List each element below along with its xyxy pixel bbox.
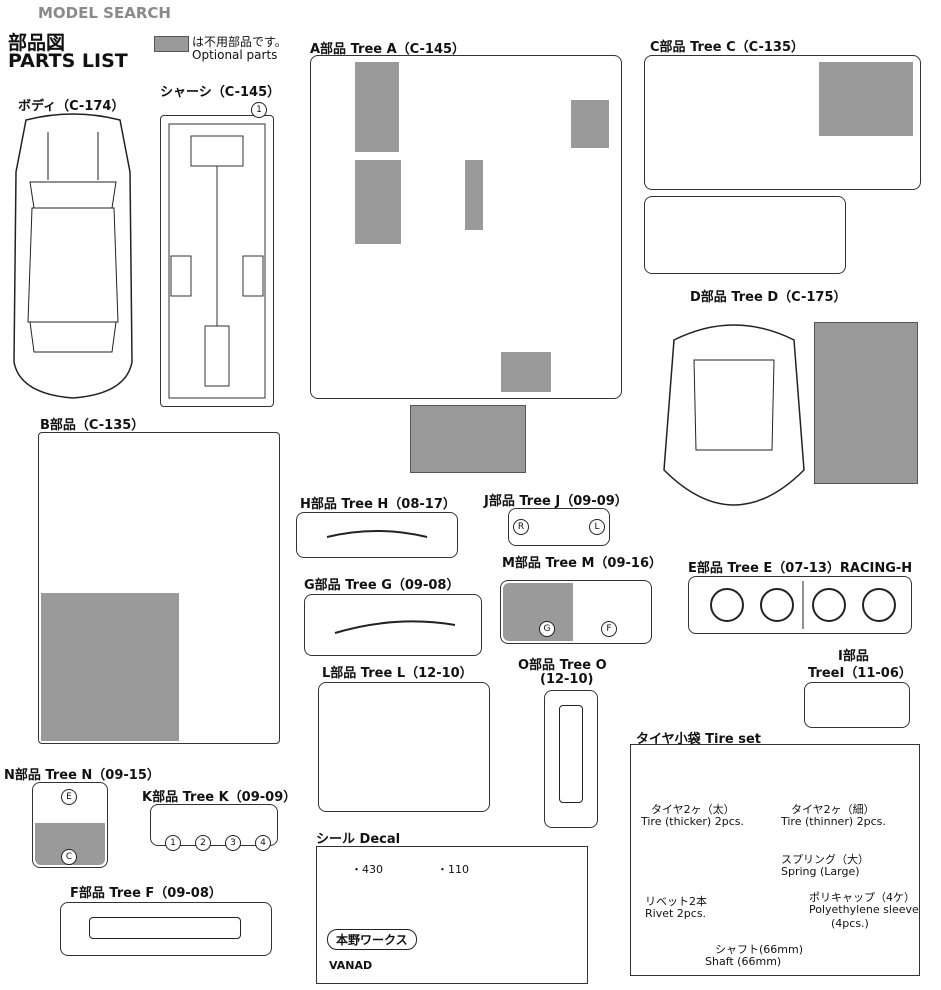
tree-b-label: B部品（C-135） xyxy=(40,418,145,433)
tire-thin-en: Tire (thinner) 2pcs. xyxy=(781,815,886,828)
shaft-en: Shaft (66mm) xyxy=(705,955,782,968)
tire-set-label: タイヤ小袋 Tire set xyxy=(636,732,761,747)
car-body-drawing xyxy=(8,112,138,402)
tree-a-sprue xyxy=(310,55,622,399)
tree-f-label: F部品 Tree F（09-08） xyxy=(70,886,222,901)
tree-o-part xyxy=(559,705,583,803)
tree-k-part-1: 1 xyxy=(165,835,181,851)
tree-g-label: G部品 Tree G（09-08） xyxy=(304,578,460,593)
sleeve-en-2: (4pcs.) xyxy=(831,917,869,930)
tree-j-sprue: R L xyxy=(508,508,610,546)
tree-c-label: C部品 Tree C（C-135） xyxy=(650,40,804,55)
tree-g-sprue xyxy=(304,594,482,656)
rivet-jp: リベット2本 xyxy=(645,895,707,908)
legend-text-jp: は不用部品です。 xyxy=(192,35,287,49)
sleeve-en: Polyethylene sleeve xyxy=(809,903,919,916)
tree-j-label: J部品 Tree J（09-09） xyxy=(484,494,628,509)
tree-k-label: K部品 Tree K（09-09） xyxy=(142,790,297,805)
tree-k-part-2: 2 xyxy=(195,835,211,851)
optional-legend-swatch xyxy=(154,36,189,52)
tree-k-part-3: 3 xyxy=(225,835,241,851)
tree-i-code: TreeⅠ（11-06） xyxy=(808,666,912,681)
tree-k-sprue: 1 2 3 4 xyxy=(150,804,278,851)
tire-thick-en: Tire (thicker) 2pcs. xyxy=(641,815,744,828)
tree-a-optional-2 xyxy=(355,160,401,244)
decal-label: シール Decal xyxy=(316,832,401,847)
tree-m-part-g: G xyxy=(539,621,555,637)
tree-b-optional xyxy=(41,593,179,741)
tree-m-sprue: G F xyxy=(500,580,652,644)
tree-d-body xyxy=(654,300,814,530)
decal-brand: VANAD xyxy=(329,959,373,972)
shaft-jp: シャフト(66mm) xyxy=(715,943,804,956)
chassis-frame: 1 xyxy=(160,102,274,407)
page-title-jp: 部品図 xyxy=(8,32,66,54)
tree-i-label: I部品 xyxy=(838,649,869,664)
rivet-en: Rivet 2pcs. xyxy=(645,907,707,920)
tree-a-optional-3 xyxy=(465,160,483,230)
legend-text-en: Optional parts xyxy=(192,48,278,62)
watermark: MODEL SEARCH xyxy=(38,4,171,22)
tree-j-part-l: L xyxy=(589,519,605,535)
tire-thin-jp: タイヤ2ヶ（細） xyxy=(791,803,875,816)
tree-c-sprue-lower xyxy=(644,196,846,274)
tree-n-part-e: E xyxy=(61,789,77,805)
tree-e-sprue xyxy=(688,576,912,634)
tree-d-label: D部品 Tree D（C-175） xyxy=(690,290,847,305)
tree-a-optional-4 xyxy=(571,100,609,148)
tree-a-optional-5 xyxy=(501,352,551,392)
decal-banner: 本野ワークス xyxy=(327,929,417,950)
tire-thick-jp: タイヤ2ヶ（太） xyxy=(651,803,735,816)
decal-plate-1: ・430 xyxy=(351,863,383,876)
tree-a-part-numbers xyxy=(311,56,621,398)
tree-h-label: H部品 Tree H（08-17） xyxy=(300,497,456,512)
tree-n-label: N部品 Tree N（09-15） xyxy=(4,768,160,783)
tree-a-optional-1 xyxy=(355,62,399,152)
spring-en: Spring (Large) xyxy=(781,865,860,878)
tree-j-part-r: R xyxy=(513,519,529,535)
tree-a-optional-lower xyxy=(410,405,526,473)
chassis-label: シャーシ（C-145） xyxy=(160,85,281,100)
tree-n-sprue: E C xyxy=(32,782,108,868)
tree-b-sprue xyxy=(38,432,280,744)
tree-m-part-f: F xyxy=(601,621,617,637)
chassis-part-number: 1 xyxy=(251,102,267,118)
tree-o-label: O部品 Tree O xyxy=(518,658,607,673)
decal-sheet: ・430 ・110 本野ワークス VANAD xyxy=(316,846,588,984)
tree-l-label: L部品 Tree L（12-10） xyxy=(322,666,473,681)
sleeve-jp: ポリキャップ（4ケ） xyxy=(809,891,915,904)
tree-k-part-4: 4 xyxy=(255,835,271,851)
tree-m-optional xyxy=(503,583,573,641)
tree-i-sprue xyxy=(804,682,910,728)
tree-o-sprue xyxy=(544,690,598,828)
tree-f-sprue xyxy=(60,902,272,956)
spring-jp: スプリング（大） xyxy=(781,853,869,866)
tire-set-panel: タイヤ2ヶ（太） Tire (thicker) 2pcs. タイヤ2ヶ（細） T… xyxy=(630,744,920,976)
tree-m-label: M部品 Tree M（09-16） xyxy=(502,556,662,571)
body-label: ボディ（C-174） xyxy=(18,99,125,114)
tree-c-optional xyxy=(819,62,913,136)
tree-l-sprue xyxy=(318,682,490,812)
tree-c-sprue xyxy=(644,55,921,190)
page-title: PARTS LIST xyxy=(8,50,128,72)
tree-d-optional xyxy=(814,322,918,484)
tree-o-code: (12-10) xyxy=(540,672,594,687)
tree-f-part xyxy=(89,917,241,939)
decal-plate-2: ・110 xyxy=(437,863,469,876)
tree-n-part-c: C xyxy=(61,849,77,865)
tree-a-label: A部品 Tree A（C-145） xyxy=(310,42,466,57)
tree-h-sprue xyxy=(296,512,458,558)
tree-e-label: E部品 Tree E（07-13）RACING-H xyxy=(688,561,913,576)
